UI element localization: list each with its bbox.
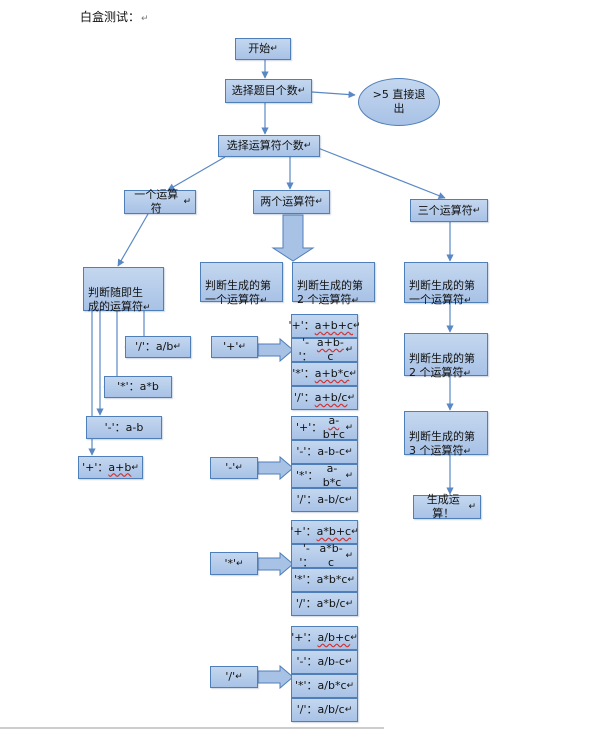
group-label-mul: '*'↵: [210, 552, 258, 575]
result-mul-mul: '*'：a*b*c↵: [291, 568, 358, 592]
node-three-second: 判断生成的第 2 个运算符↵: [404, 333, 488, 379]
result-plus-sub: '-'：a+b-c↵: [291, 336, 358, 363]
result-mul-add: '+'：a*b+c↵: [290, 520, 359, 544]
node-two-second: 判断生成的第 2 个运算符↵: [292, 262, 375, 306]
result-plus-mul: '*'：a+b*c↵: [291, 362, 358, 386]
result-plus-div: '/'：a+b/c↵: [291, 386, 358, 410]
page-title: 白盒测试：↵: [80, 10, 149, 24]
arrow-ops-to-three: [317, 147, 446, 199]
node-select-count: 选择题目个数↵: [225, 79, 312, 103]
result-minus-div: '/'：a-b/c↵: [291, 488, 358, 512]
arrow-count-to-exit: [311, 90, 356, 99]
result-one-add: '+'：a+b↵: [78, 456, 143, 479]
node-three-third: 判断生成的第 3 个运算符↵: [404, 411, 488, 457]
node-two-first: 判断生成的第 一个运算符↵: [200, 262, 283, 306]
node-generate: 生成运算！↵: [413, 493, 481, 520]
node-one-op: 一个运算符↵: [124, 188, 196, 215]
arrow-one-to-judge: [117, 213, 149, 267]
result-one-mul: '*'：a*b: [104, 376, 172, 398]
node-three-first: 判断生成的第 一个运算符↵: [404, 262, 488, 306]
block-arrow-down: [271, 214, 315, 262]
arrow-ops-to-one: [167, 156, 226, 191]
node-exit: >5 直接退 出: [358, 78, 440, 126]
block-arrow-right-mul: [257, 551, 294, 577]
group-label-div: '/'↵: [210, 666, 258, 688]
group-label-plus: '+'↵: [211, 336, 258, 358]
node-select-ops: 选择运算符个数↵: [218, 135, 320, 157]
result-div-add: '+'：a/b+c↵: [291, 626, 358, 650]
block-arrow-right-plus: [257, 337, 294, 363]
result-minus-mul: '*'：a-b*c↵: [291, 462, 358, 489]
node-one-judge: 判断随即生 成的运算符↵: [83, 267, 164, 313]
result-div-div: '/'：a/b/c↵: [291, 698, 358, 722]
block-arrow-right-minus: [257, 455, 294, 481]
result-mul-div: '/'：a*b/c↵: [291, 592, 358, 616]
result-one-div: '/'：a/b↵: [125, 336, 191, 358]
result-one-sub: '-'：a-b: [86, 416, 162, 439]
node-three-op: 三个运算符↵: [410, 199, 488, 222]
node-two-op: 两个运算符↵: [253, 190, 330, 214]
result-div-sub: '-'：a/b-c↵: [291, 650, 358, 674]
result-div-mul: '*'：a/b*c↵: [291, 674, 358, 698]
result-plus-add: '+'：a+b+c↵: [288, 314, 361, 338]
group-label-minus: '-'↵: [210, 457, 258, 479]
result-minus-sub: '-'：a-b-c↵: [291, 440, 358, 464]
result-mul-sub: '-'：a*b-c↵: [291, 542, 358, 569]
node-start: 开始↵: [235, 38, 291, 60]
result-minus-add: '+'：a-b+c↵: [291, 414, 358, 441]
block-arrow-right-div: [257, 664, 294, 690]
